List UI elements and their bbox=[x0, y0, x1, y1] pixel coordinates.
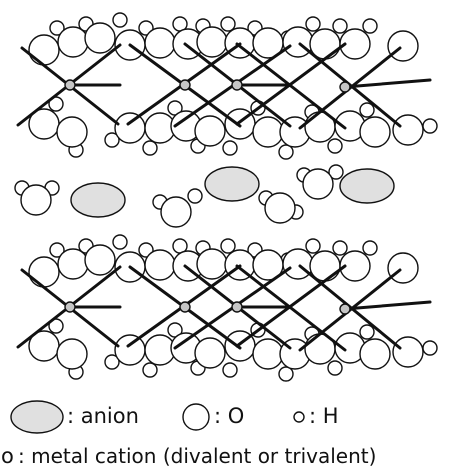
legend-metal-label: : metal cation (divalent or trivalent) bbox=[18, 444, 377, 468]
hydrogen-atom bbox=[222, 362, 238, 378]
oxygen-atom bbox=[252, 338, 284, 370]
oxygen-atom bbox=[144, 249, 176, 281]
oxygen-atom bbox=[264, 192, 296, 224]
oxygen-atom bbox=[84, 22, 116, 54]
hydrogen-atom bbox=[305, 238, 321, 254]
metal-oxygen-bond bbox=[343, 300, 432, 311]
metal-cation bbox=[179, 79, 191, 91]
hydrogen-atom bbox=[327, 360, 343, 376]
legend-symbols bbox=[10, 400, 305, 434]
hydrogen-atom bbox=[278, 144, 294, 160]
hydroxide-layers bbox=[16, 12, 438, 382]
hydrogen-atom bbox=[362, 240, 378, 256]
oxygen-atom bbox=[20, 184, 52, 216]
hydrogen-atom bbox=[142, 362, 158, 378]
oxygen-atom bbox=[387, 252, 419, 284]
hydrogen-atom bbox=[112, 234, 128, 250]
oxygen-atom bbox=[196, 248, 228, 280]
oxygen-atom bbox=[28, 34, 60, 66]
interlayer-region bbox=[14, 164, 395, 228]
hydrogen-atom bbox=[187, 188, 203, 204]
hydrogen-atom bbox=[327, 138, 343, 154]
metal-oxygen-bond bbox=[343, 78, 432, 89]
oxygen-atom bbox=[302, 168, 334, 200]
oxygen-atom bbox=[194, 115, 226, 147]
hydrogen-atom bbox=[220, 16, 236, 32]
oxygen-atom bbox=[359, 116, 391, 148]
water-molecule bbox=[152, 188, 203, 228]
anion bbox=[70, 182, 126, 218]
anion bbox=[339, 168, 395, 204]
hydrogen-atom bbox=[422, 118, 438, 134]
metal-cation bbox=[179, 301, 191, 313]
oxygen-atom bbox=[359, 338, 391, 370]
oxygen-atom bbox=[84, 244, 116, 276]
hydrogen-atom bbox=[359, 102, 375, 118]
water-molecule bbox=[296, 164, 344, 200]
hydroxide-layer-1 bbox=[16, 12, 438, 160]
legend-oxygen-symbol bbox=[182, 403, 210, 431]
oxygen-atom bbox=[57, 248, 89, 280]
legend-hydrogen-symbol bbox=[293, 411, 305, 423]
water-molecule bbox=[14, 180, 60, 216]
metal-cation bbox=[231, 301, 243, 313]
anion bbox=[204, 166, 260, 202]
oxygen-atom bbox=[114, 112, 146, 144]
hydrogen-atom bbox=[278, 366, 294, 382]
oxygen-atom bbox=[252, 116, 284, 148]
oxygen-atom bbox=[387, 30, 419, 62]
hydrogen-atom bbox=[142, 140, 158, 156]
metal-cation bbox=[64, 79, 76, 91]
oxygen-atom bbox=[57, 26, 89, 58]
legend-anion-symbol bbox=[10, 400, 64, 434]
oxygen-atom bbox=[339, 28, 371, 60]
hydrogen-atom bbox=[104, 132, 120, 148]
legend-oxygen-label: : O bbox=[214, 404, 245, 428]
metal-cation bbox=[64, 301, 76, 313]
oxygen-atom bbox=[144, 27, 176, 59]
oxygen-atom bbox=[56, 338, 88, 370]
oxygen-atom bbox=[194, 337, 226, 369]
hydrogen-atom bbox=[104, 354, 120, 370]
hydrogen-atom bbox=[49, 242, 65, 258]
hydrogen-atom bbox=[220, 238, 236, 254]
metal-cation bbox=[339, 303, 351, 315]
oxygen-atom bbox=[160, 196, 192, 228]
legend-metal-symbol: o bbox=[1, 444, 14, 468]
hydroxide-layer-2 bbox=[16, 234, 438, 382]
hydrogen-atom bbox=[332, 240, 348, 256]
hydrogen-atom bbox=[49, 20, 65, 36]
oxygen-atom bbox=[114, 334, 146, 366]
legend-hydrogen-label: : H bbox=[309, 404, 339, 428]
oxygen-atom bbox=[392, 336, 424, 368]
oxygen-atom bbox=[56, 116, 88, 148]
hydrogen-atom bbox=[222, 140, 238, 156]
hydrogen-atom bbox=[328, 164, 344, 180]
hydrogen-atom bbox=[112, 12, 128, 28]
hydrogen-atom bbox=[305, 16, 321, 32]
metal-cation bbox=[339, 81, 351, 93]
oxygen-atom bbox=[392, 114, 424, 146]
hydrogen-atom bbox=[359, 324, 375, 340]
metal-cation bbox=[231, 79, 243, 91]
hydrogen-atom bbox=[422, 340, 438, 356]
water-molecule bbox=[258, 190, 304, 224]
oxygen-atom bbox=[28, 256, 60, 288]
oxygen-atom bbox=[196, 26, 228, 58]
hydrogen-atom bbox=[332, 18, 348, 34]
legend-anion-label: : anion bbox=[67, 404, 139, 428]
hydrogen-atom bbox=[362, 18, 378, 34]
oxygen-atom bbox=[339, 250, 371, 282]
